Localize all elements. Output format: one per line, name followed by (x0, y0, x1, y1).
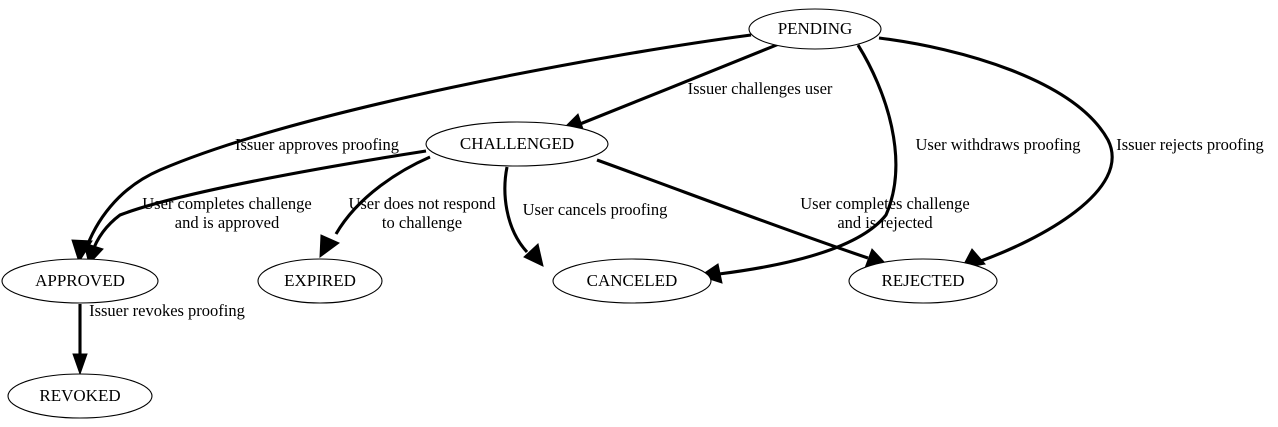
edge-pending-challenged: Issuer challenges user (559, 42, 833, 133)
edge-approved-revoked: Issuer revokes proofing (72, 301, 245, 376)
edge-label: Issuer rejects proofing (1116, 135, 1264, 154)
node-rejected[interactable]: REJECTED (848, 258, 998, 304)
node-label: REVOKED (39, 386, 120, 405)
node-ellipse[interactable] (1, 258, 159, 304)
edge-label-line: User withdraws proofing (916, 135, 1081, 154)
edge-line (878, 36, 1114, 264)
node-label: REJECTED (881, 271, 964, 290)
node-revoked[interactable]: REVOKED (7, 373, 153, 419)
node-expired[interactable]: EXPIRED (257, 258, 383, 304)
edges-layer: Issuer approves proofing Issuer challenge… (71, 33, 1264, 376)
node-ellipse[interactable] (848, 258, 998, 304)
edge-line (334, 155, 431, 235)
edge-label-line: Issuer revokes proofing (89, 301, 245, 320)
edge-pending-approved: Issuer approves proofing (71, 33, 752, 264)
node-approved[interactable]: APPROVED (1, 258, 159, 304)
edge-pending-rejected: Issuer rejects proofing (878, 36, 1264, 269)
edge-line (718, 44, 898, 276)
edge-line (503, 166, 529, 254)
edge-challenged-canceled: User cancels proofing (503, 166, 668, 267)
edge-label-line: Issuer challenges user (688, 79, 833, 98)
edge-line (596, 158, 869, 260)
edge-label: Issuer approves proofing (235, 135, 399, 154)
edge-line (579, 42, 780, 126)
edge-label-line: Issuer rejects proofing (1116, 135, 1264, 154)
node-label: PENDING (778, 19, 853, 38)
edge-label: User withdraws proofing (916, 135, 1081, 154)
node-ellipse[interactable] (7, 373, 153, 419)
edge-label-line: User completes challenge (800, 194, 970, 213)
node-ellipse[interactable] (257, 258, 383, 304)
node-label: APPROVED (35, 271, 125, 290)
edge-label: Issuer revokes proofing (89, 301, 245, 320)
edge-label-line: and is approved (175, 213, 280, 232)
arrowhead-icon (72, 353, 88, 376)
edge-label-line: to challenge (382, 213, 462, 232)
nodes-layer: PENDING CHALLENGED APPROVED EXPIRED CANCELED… (1, 8, 998, 419)
node-ellipse[interactable] (748, 8, 882, 50)
edge-line (83, 33, 752, 253)
node-pending[interactable]: PENDING (748, 8, 882, 50)
edge-label: Issuer challenges user (688, 79, 833, 98)
node-challenged[interactable]: CHALLENGED (425, 121, 609, 167)
edge-line (90, 149, 427, 254)
node-label: CANCELED (587, 271, 678, 290)
edge-label-line: User cancels proofing (523, 200, 668, 219)
node-ellipse[interactable] (425, 121, 609, 167)
edge-label-line: User does not respond (348, 194, 496, 213)
node-canceled[interactable]: CANCELED (552, 258, 712, 304)
node-label: CHALLENGED (460, 134, 574, 153)
edge-label-line: and is rejected (837, 213, 933, 232)
edge-label-line: Issuer approves proofing (235, 135, 399, 154)
edge-label: User cancels proofing (523, 200, 668, 219)
node-label: EXPIRED (284, 271, 356, 290)
node-ellipse[interactable] (552, 258, 712, 304)
arrowhead-icon (319, 234, 340, 259)
edge-label-line: User completes challenge (142, 194, 312, 213)
arrowhead-icon (523, 243, 544, 267)
